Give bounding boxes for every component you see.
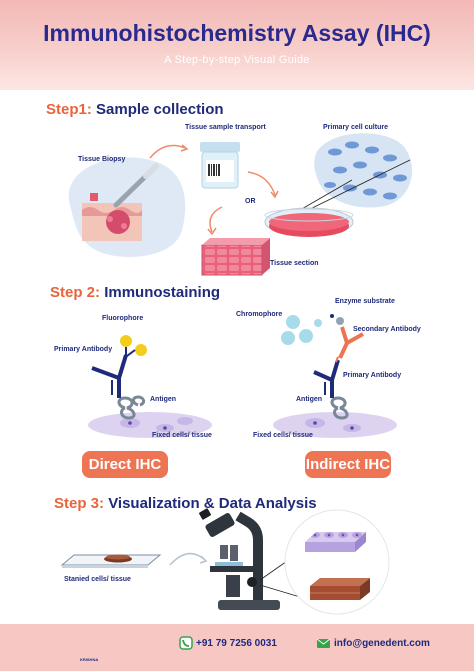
cell-culture-illustration	[314, 133, 413, 208]
label-chromophore: Chromophore	[236, 311, 283, 318]
label-tissue-biopsy: Tissue Biopsy	[78, 156, 126, 163]
tissue-section	[201, 238, 270, 276]
header-banner: Immunohistochemistry Assay (IHC) A Step-…	[0, 0, 474, 90]
email-icon	[316, 638, 331, 648]
zoom-line	[299, 179, 353, 211]
footer-email[interactable]: info@genedent.com	[334, 638, 430, 649]
label-tissue-section: Tissue section	[270, 260, 319, 267]
label-stained-cells: Stanied cells/ tissue	[64, 576, 131, 583]
label-fixed-cells-indirect: Fixed cells/ tissue	[253, 432, 313, 439]
step3-heading: Step 3: Visualization & Data Analysis	[54, 495, 317, 512]
footer-icons	[179, 636, 331, 650]
label-secondary-antibody: Secondary Antibody	[353, 326, 421, 333]
step1-heading: Step1: Sample collection	[46, 101, 224, 118]
petri-dish	[264, 207, 354, 237]
arrow-to-culture	[247, 171, 276, 196]
step2-title: Immunostaining	[104, 284, 221, 301]
indirect-ihc-badge: Indirect IHC	[305, 451, 391, 478]
label-primary-culture: Primary cell culture	[323, 124, 388, 131]
step3-title: Visualization & Data Analysis	[108, 495, 317, 512]
page-title: Immunohistochemistry Assay (IHC)	[43, 20, 431, 46]
direct-ihc-illustration	[88, 335, 212, 438]
step2-heading: Step 2: Immunostaining	[50, 284, 220, 301]
stained-slide	[60, 554, 162, 568]
sample-jar	[200, 142, 240, 189]
label-enzyme-substrate: Enzyme substrate	[335, 298, 395, 305]
direct-ihc-badge: Direct IHC	[82, 451, 168, 478]
indirect-ihc-illustration	[273, 314, 397, 438]
label-tissue-transport: Tissue sample transport	[185, 124, 266, 131]
label-or: OR	[245, 198, 256, 205]
footer-bar: +91 79 7256 0031 info@genedent.com KRISH…	[0, 624, 474, 671]
magnified-tissue-view	[284, 509, 390, 615]
label-fluorophore: Fluorophore	[102, 315, 144, 322]
footer-phone[interactable]: +91 79 7256 0031	[196, 638, 277, 649]
arrow-to-microscope	[169, 552, 206, 566]
page-subtitle: A Step-by-step Visual Guide	[164, 54, 310, 66]
step2-number: Step 2:	[50, 284, 101, 301]
label-primary-antibody-indirect: Primary Antibody	[343, 372, 402, 379]
arrow-to-section	[209, 206, 223, 233]
label-antigen-direct: Antigen	[150, 396, 177, 403]
step3-number: Step 3:	[54, 495, 105, 512]
phone-icon	[179, 636, 193, 650]
step1-number: Step1:	[46, 101, 92, 118]
microscope-illustration	[199, 508, 280, 610]
arrow-to-transport	[149, 144, 186, 159]
label-primary-antibody-direct: Primary Antibody	[54, 346, 113, 353]
label-fixed-cells-direct: Fixed cells/ tissue	[152, 432, 212, 439]
biopsy-illustration	[68, 157, 186, 257]
logo-text: KRISHNA	[80, 657, 99, 662]
label-antigen-indirect: Antigen	[296, 396, 323, 403]
step1-title: Sample collection	[96, 101, 224, 118]
